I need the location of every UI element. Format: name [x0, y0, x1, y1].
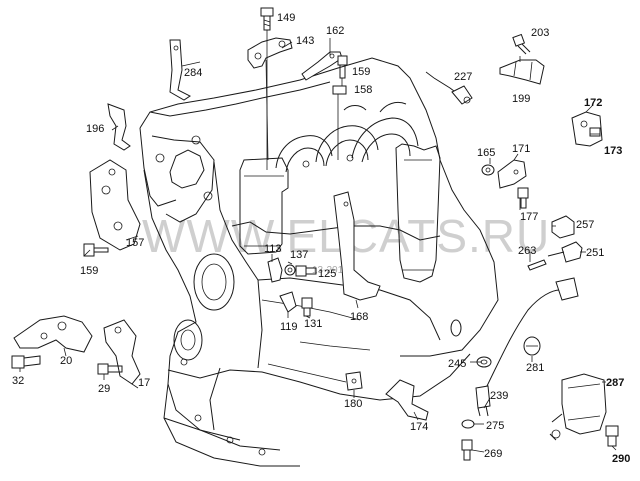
- part-263-pin: [527, 259, 547, 271]
- callout-172: 172: [584, 97, 602, 109]
- part-251-connector: [547, 241, 583, 263]
- callout-290: 290: [612, 453, 630, 465]
- callout-159-top: 159: [352, 66, 370, 78]
- part-172-bracket: [571, 111, 603, 147]
- part-29-bolt: [97, 363, 123, 375]
- callout-119: 119: [280, 321, 298, 333]
- callout-162: 162: [326, 25, 344, 37]
- callout-158: 158: [354, 84, 372, 96]
- callout-32: 32: [12, 375, 24, 387]
- callout-196: 196: [86, 123, 104, 135]
- leader-lines: [19, 30, 617, 453]
- callout-281: 281: [526, 362, 544, 374]
- callout-149: 149: [277, 12, 295, 24]
- part-17-bracket: [103, 319, 141, 385]
- callout-284: 284: [184, 67, 202, 79]
- callout-168: 168: [350, 311, 368, 323]
- callout-257: 257: [576, 219, 594, 231]
- part-149-bolt: [260, 7, 274, 31]
- callout-113: 113: [264, 243, 282, 255]
- part-158-clip: [332, 85, 347, 95]
- part-174-bracket: [385, 379, 429, 421]
- part-143-bracket: [247, 37, 293, 69]
- part-119-bracket: [279, 291, 297, 313]
- part-125-bolt: [295, 265, 317, 277]
- part-131-bolt: [301, 297, 313, 317]
- callout-131: 131: [304, 318, 322, 330]
- callout-199: 199: [512, 93, 530, 105]
- callout-227: 227: [454, 71, 472, 83]
- part-275-washer: [461, 419, 475, 429]
- callout-143: 143: [296, 35, 314, 47]
- part-162-bracket: [301, 51, 343, 81]
- engine-block: [139, 57, 499, 467]
- part-165-nut: [481, 164, 495, 176]
- part-159-bolt-top: [337, 55, 348, 79]
- part-227-sensor: [433, 77, 473, 105]
- part-32-bolt: [11, 355, 41, 369]
- callout-251: 251: [586, 247, 604, 259]
- callout-269: 269: [484, 448, 502, 460]
- part-137-washer: [284, 264, 296, 276]
- callout-263: 263: [518, 245, 536, 257]
- part-281-cap: [523, 336, 541, 356]
- callout-275: 275: [486, 420, 504, 432]
- part-159-bolt-left: [83, 243, 109, 257]
- part-199-bracket: [499, 59, 545, 85]
- part-203-bolt: [512, 33, 531, 55]
- callout-labels: 149 143 162 159 158 227 203 199 172 173 …: [12, 12, 630, 465]
- callout-245: 245: [448, 358, 466, 370]
- callout-17: 17: [138, 377, 150, 389]
- callout-125: 125: [318, 268, 336, 280]
- callout-177: 177: [520, 211, 538, 223]
- part-180-bracket: [345, 371, 363, 391]
- callout-203: 203: [531, 27, 549, 39]
- part-239-sensor: [475, 277, 579, 417]
- part-157-bracket: [89, 159, 141, 251]
- callout-157: 157: [126, 237, 144, 249]
- callout-165: 165: [477, 147, 495, 159]
- part-284-bracket: [169, 39, 191, 101]
- callout-20: 20: [60, 355, 72, 367]
- reference-number: 13-201: [312, 265, 344, 276]
- callout-29: 29: [98, 383, 110, 395]
- part-171-bracket: [497, 159, 527, 189]
- callout-287: 287: [606, 377, 624, 389]
- sensor-housing: [239, 157, 289, 255]
- part-20-bracket: [13, 315, 93, 353]
- part-290-bolt: [605, 425, 619, 447]
- part-113-bracket: [267, 257, 283, 283]
- callout-159-left: 159: [80, 265, 98, 277]
- callout-173: 173: [604, 145, 622, 157]
- part-287-module: [549, 373, 607, 441]
- part-177-bolt: [517, 187, 529, 209]
- part-168-bracket: [333, 191, 381, 301]
- intake-pipe-column: [395, 143, 441, 283]
- callout-239: 239: [490, 390, 508, 402]
- part-196-bracket: [107, 103, 131, 151]
- callout-174: 174: [410, 421, 428, 433]
- part-257-connector: [551, 215, 575, 239]
- callout-137: 137: [290, 249, 308, 261]
- callout-180: 180: [344, 398, 362, 410]
- part-269-bolt: [461, 439, 473, 461]
- callout-171: 171: [512, 143, 530, 155]
